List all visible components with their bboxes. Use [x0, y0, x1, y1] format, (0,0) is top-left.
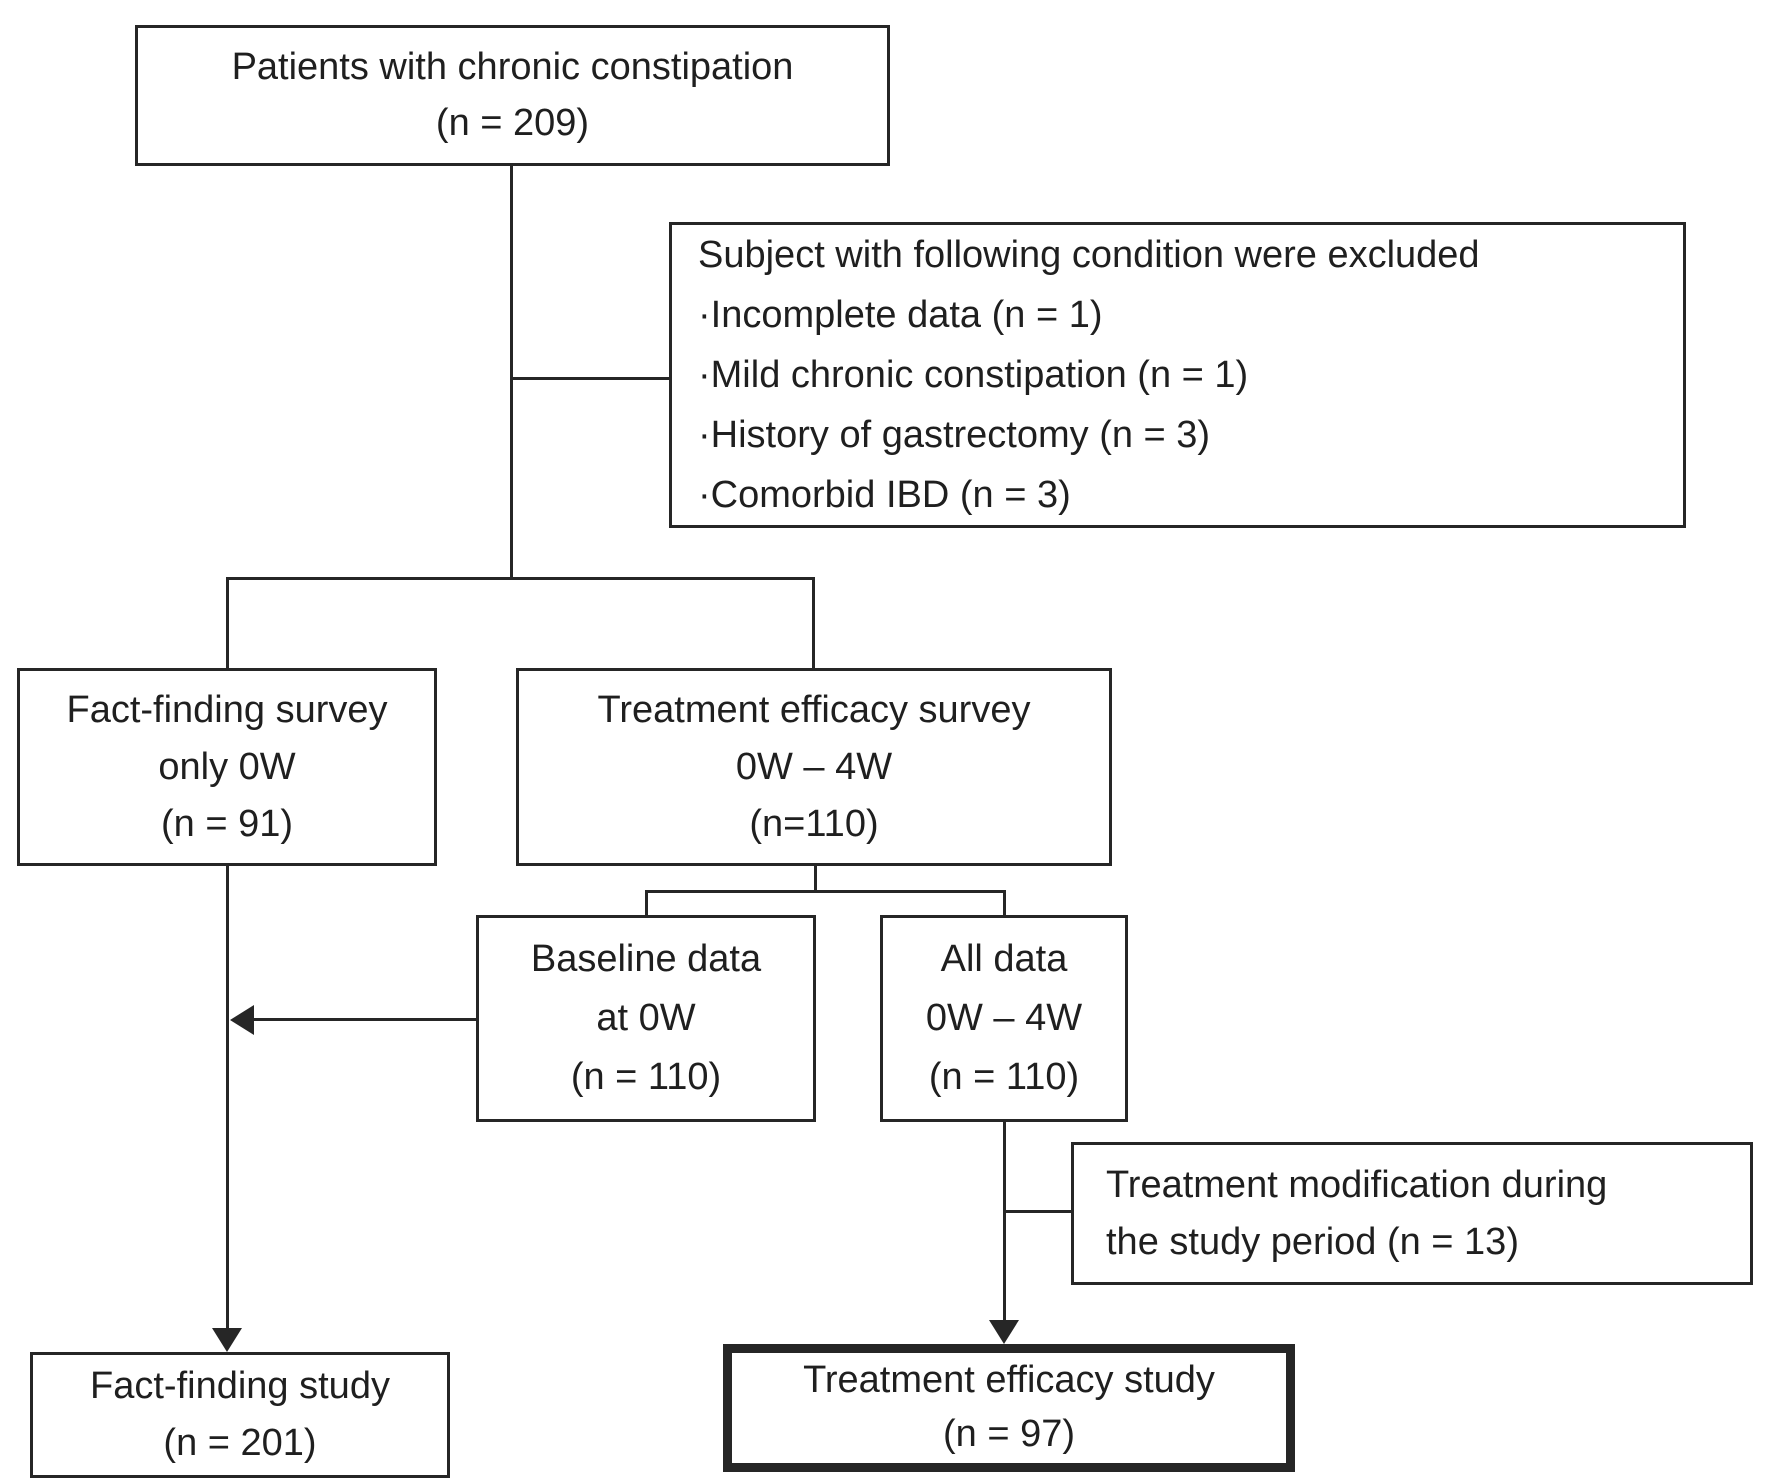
patients-line-1: Patients with chronic constipation [231, 46, 794, 89]
connector-treat-survey-stub [814, 866, 817, 892]
treatment-modification-box: Treatment modification during the study … [1071, 1142, 1753, 1285]
treatment-efficacy-survey-box: Treatment efficacy survey 0W – 4W (n=110… [516, 668, 1112, 866]
treat-survey-line-1: Treatment efficacy survey [597, 688, 1031, 731]
connector-drop-treat-survey [812, 578, 815, 668]
treat-study-line-1: Treatment efficacy study [803, 1359, 1215, 1402]
connector-exclusion-stub [511, 377, 669, 380]
fact-survey-line-2: only 0W [158, 745, 296, 788]
exclusion-title: Subject with following condition were ex… [698, 233, 1480, 276]
connector-trunk [510, 166, 513, 578]
fact-finding-study-box: Fact-finding study (n = 201) [30, 1352, 450, 1478]
modification-line-2: the study period (n = 13) [1106, 1220, 1519, 1263]
exclusion-item: ·History of gastrectomy (n = 3) [698, 414, 1211, 457]
connector-alldata-column [1003, 1122, 1006, 1322]
patients-line-2: (n = 209) [435, 101, 590, 144]
fact-study-line-1: Fact-finding study [90, 1365, 390, 1407]
connector-fact-column [226, 866, 229, 1330]
exclusion-box: Subject with following condition were ex… [669, 222, 1686, 528]
connector-drop-fact-survey [226, 578, 229, 668]
alldata-line-1: All data [940, 938, 1068, 981]
exclusion-item: ·Incomplete data (n = 1) [698, 293, 1103, 336]
connector-splitter-top [226, 577, 815, 580]
baseline-line-2: at 0W [596, 997, 696, 1040]
connector-splitter-mid [645, 890, 1006, 893]
connector-baseline-arrow [252, 1018, 476, 1021]
connector-drop-baseline [645, 892, 648, 915]
modification-line-1: Treatment modification during [1106, 1163, 1608, 1206]
baseline-line-1: Baseline data [530, 938, 762, 981]
all-data-box: All data 0W – 4W (n = 110) [880, 915, 1128, 1122]
treat-survey-line-2: 0W – 4W [735, 745, 893, 788]
fact-survey-line-1: Fact-finding survey [66, 688, 388, 731]
treat-study-line-2: (n = 97) [942, 1413, 1076, 1455]
fact-study-line-2: (n = 201) [163, 1422, 317, 1464]
arrowhead-baseline-to-fact [230, 1005, 254, 1035]
exclusion-item: ·Mild chronic constipation (n = 1) [698, 353, 1249, 396]
patients-box: Patients with chronic constipation (n = … [135, 25, 890, 166]
fact-survey-line-3: (n = 91) [160, 802, 294, 845]
treat-survey-line-3: (n=110) [749, 802, 879, 845]
baseline-line-3: (n = 110) [570, 1055, 722, 1098]
connector-modification-stub [1004, 1210, 1071, 1213]
arrowhead-treat-study [989, 1320, 1019, 1344]
arrowhead-fact-study [212, 1328, 242, 1352]
alldata-line-2: 0W – 4W [925, 997, 1083, 1040]
baseline-data-box: Baseline data at 0W (n = 110) [476, 915, 816, 1122]
treatment-efficacy-study-box: Treatment efficacy study (n = 97) [723, 1344, 1295, 1472]
connector-drop-alldata [1003, 892, 1006, 915]
exclusion-item: ·Comorbid IBD (n = 3) [698, 474, 1071, 517]
fact-finding-survey-box: Fact-finding survey only 0W (n = 91) [17, 668, 437, 866]
alldata-line-3: (n = 110) [928, 1055, 1080, 1098]
